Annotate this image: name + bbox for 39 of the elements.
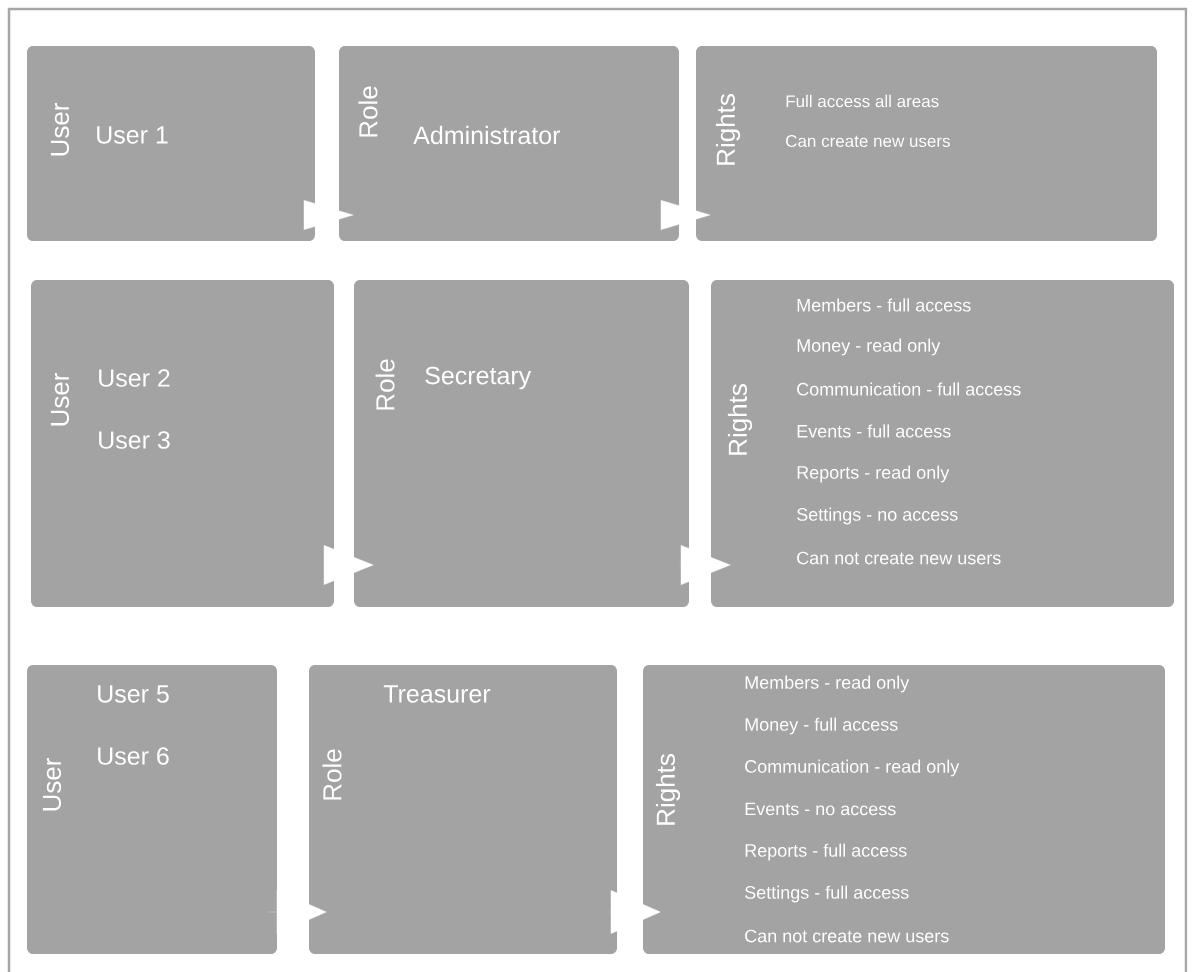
box-heading: Role [322, 749, 342, 800]
box-text: Administrator [413, 125, 561, 145]
box-text: User 1 [97, 126, 168, 144]
box-text: Reports - read only [797, 465, 950, 483]
box-text: Reports - full access [745, 843, 907, 861]
box-heading: User [50, 373, 70, 426]
box-heading: Role [358, 86, 378, 137]
box-text: Settings - full access [745, 885, 909, 903]
box-text: User 5 [98, 685, 169, 703]
box-text: User 6 [98, 747, 169, 765]
box-text: Communication - read only [745, 759, 960, 777]
box-text: Can not create new users [797, 551, 1001, 565]
box-text: Members - full access [797, 298, 971, 312]
arrow [660, 200, 711, 230]
arrow [269, 890, 327, 934]
box-text: Members - read only [745, 675, 910, 693]
box-text: Settings - no access [797, 507, 958, 525]
box-text: Can not create new users [745, 929, 949, 943]
box-text: User 3 [99, 431, 170, 449]
box-text: Treasurer [383, 685, 491, 703]
box-text: Events - no access [745, 802, 896, 816]
arrow [323, 545, 374, 585]
box-text: User 2 [99, 369, 170, 387]
box-heading: Role [375, 359, 395, 410]
arrow [609, 890, 661, 934]
box-text: Events - full access [797, 424, 951, 438]
arrow [679, 545, 731, 585]
box-text: Money - read only [797, 338, 941, 356]
box-text: Communication - full access [797, 382, 1021, 396]
box-heading: Rights [655, 754, 681, 825]
box-text: Money - full access [745, 717, 898, 735]
box-heading: User [42, 758, 62, 811]
box-heading: Rights [727, 384, 753, 455]
box-heading: Rights [715, 94, 741, 165]
box-heading: User [50, 103, 70, 156]
arrow [303, 200, 354, 230]
box-text: Secretary [425, 366, 532, 390]
box-text: Full access all areas [786, 94, 939, 108]
box-text: Can create new users [786, 135, 950, 148]
